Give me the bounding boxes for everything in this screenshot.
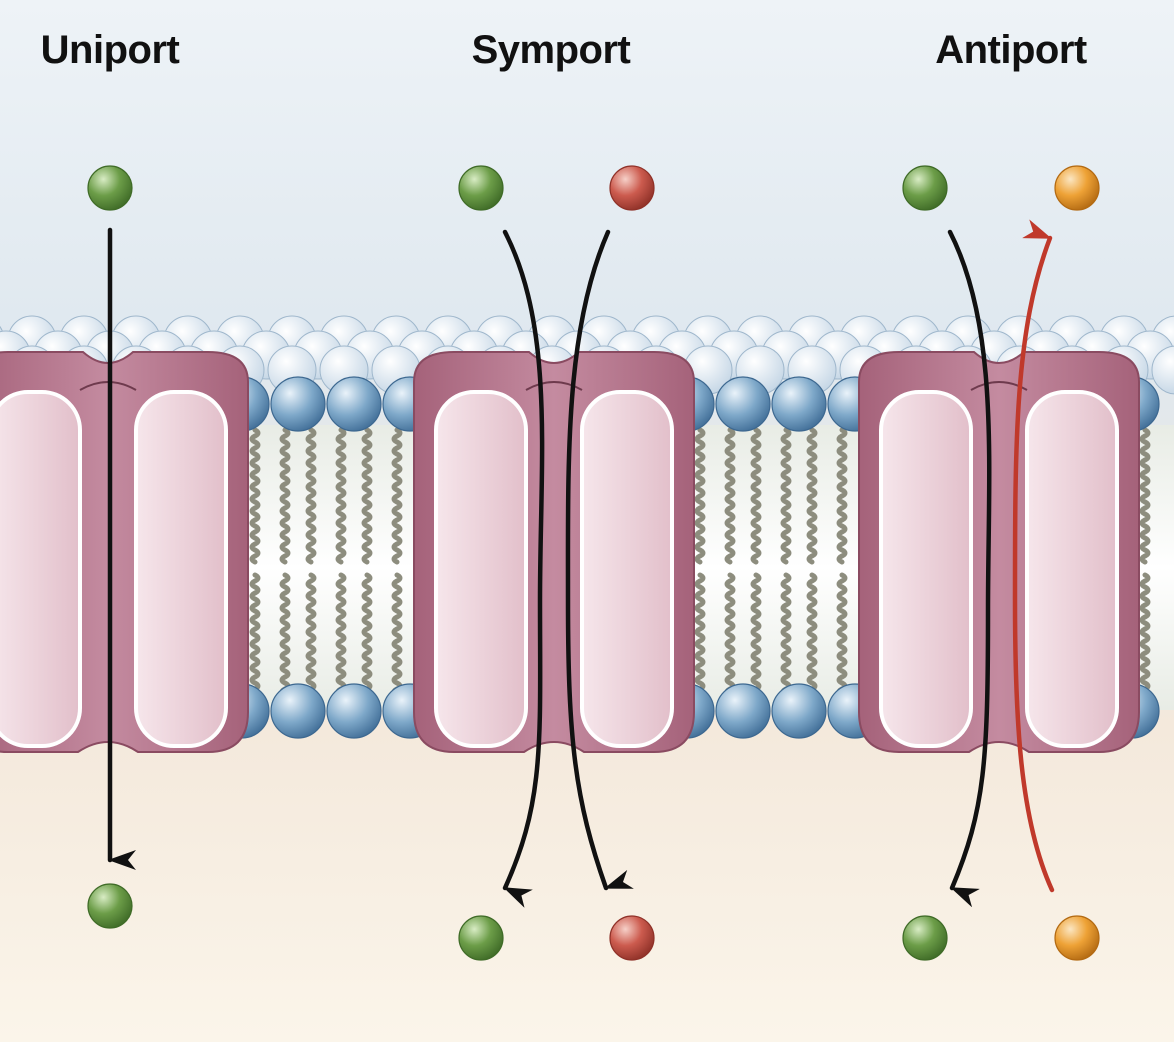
lipid-head-top xyxy=(270,376,326,432)
lipid-head-bottom xyxy=(715,683,771,739)
lipid-tail xyxy=(780,427,792,698)
title-uniport: Uniport xyxy=(40,28,180,72)
lipid-tail xyxy=(391,427,403,698)
red-molecule-inside xyxy=(609,915,655,961)
protein-lobe xyxy=(580,390,674,748)
green-molecule-inside xyxy=(87,883,133,929)
protein-lobe xyxy=(134,390,228,748)
green-molecule-inside xyxy=(902,915,948,961)
lipid-tail xyxy=(279,427,291,698)
lipid-tail xyxy=(806,427,818,698)
protein-lobe xyxy=(1025,390,1119,748)
orange-molecule-inside xyxy=(1054,915,1100,961)
pale-lipid-head xyxy=(1151,345,1174,395)
transport-proteins xyxy=(0,351,1140,753)
red-molecule-outside xyxy=(609,165,655,211)
lipid-tail xyxy=(836,427,848,698)
symport-red-arrow xyxy=(565,229,634,891)
lipid-tail xyxy=(750,427,762,698)
lipid-head-bottom xyxy=(270,683,326,739)
orange-molecule-outside xyxy=(1054,165,1100,211)
protein-lobe xyxy=(879,390,973,748)
green-molecule-inside xyxy=(458,915,504,961)
lipid-tail xyxy=(249,427,261,698)
lipid-tail xyxy=(724,427,736,698)
protein-lobe xyxy=(434,390,528,748)
title-antiport: Antiport xyxy=(935,28,1087,72)
lipid-tail xyxy=(335,427,347,698)
lipid-tail xyxy=(694,427,706,698)
lipid-head-bottom xyxy=(771,683,827,739)
lipid-head-top xyxy=(771,376,827,432)
title-symport: Symport xyxy=(471,28,631,72)
lipid-tail xyxy=(1139,427,1151,698)
green-molecule-outside xyxy=(458,165,504,211)
lipid-head-top xyxy=(326,376,382,432)
lipid-tail xyxy=(305,427,317,698)
protein-arch xyxy=(525,381,583,391)
protein-arch xyxy=(970,381,1028,391)
symport-green-arrow xyxy=(502,229,545,908)
antiport-orange-arrow xyxy=(1012,219,1055,893)
green-molecule-outside xyxy=(902,165,948,211)
solute-molecules xyxy=(87,165,1100,961)
lipid-head-bottom xyxy=(326,683,382,739)
lipid-tail xyxy=(361,427,373,698)
protein-lobe xyxy=(0,390,82,748)
lipid-head-top xyxy=(715,376,771,432)
transport-arrows xyxy=(107,219,1055,908)
antiport-green-arrow xyxy=(947,229,992,908)
green-molecule-outside xyxy=(87,165,133,211)
